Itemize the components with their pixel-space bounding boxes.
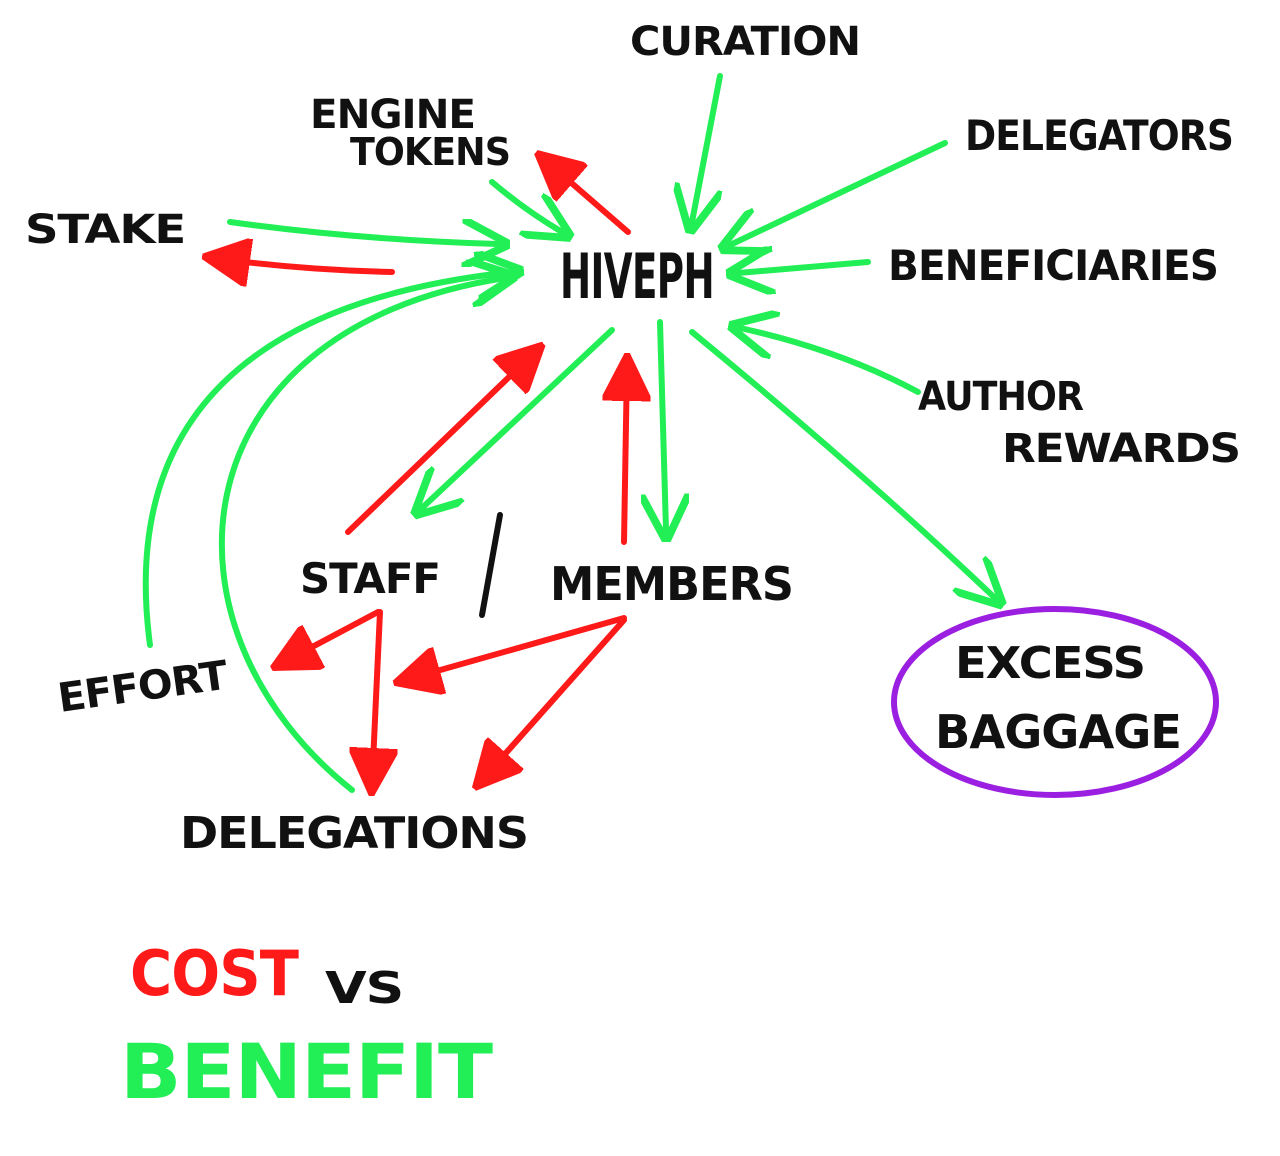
arrow-hiveph-to-excess-baggage xyxy=(689,329,995,598)
arrow-hiveph-to-staff xyxy=(422,327,615,508)
arrow-members-to-effort xyxy=(405,615,627,680)
node-author-rewards-line1: AUTHOR xyxy=(918,374,1083,420)
arrow-delegators-to-hiveph xyxy=(730,140,948,245)
legend-vs: VS xyxy=(325,963,403,1014)
excess-baggage-highlight-ellipse xyxy=(891,606,1219,798)
node-author-rewards-line2: REWARDS xyxy=(1002,426,1240,472)
arrow-staff-to-delegations xyxy=(372,609,380,784)
arrow-hiveph-to-members xyxy=(660,319,666,530)
arrow-hiveph-to-stake xyxy=(214,258,395,272)
legend: COST VS BENEFIT xyxy=(120,937,494,1116)
node-effort: EFFORT xyxy=(55,652,231,721)
node-engine-tokens-line1: ENGINE xyxy=(310,92,475,138)
arrow-effort-to-hiveph xyxy=(142,272,512,648)
arrow-stake-to-hiveph xyxy=(227,222,498,244)
arrow-engine-tokens-to-hiveph xyxy=(489,179,562,232)
benefit-arrows xyxy=(142,73,995,793)
arrow-author-rewards-to-hiveph xyxy=(740,328,921,395)
node-delegators: DELEGATORS xyxy=(965,111,1233,160)
node-excess-baggage-line2: BAGGAGE xyxy=(935,705,1181,759)
arrow-staff-to-effort xyxy=(282,609,381,663)
node-members: MEMBERS xyxy=(550,557,793,611)
node-beneficiaries: BENEFICIARIES xyxy=(888,241,1218,290)
arrow-curation-to-hiveph xyxy=(692,73,723,222)
arrow-delegations-to-hiveph xyxy=(219,278,505,793)
staff-members-separator-slash xyxy=(479,512,503,618)
node-curation: CURATION xyxy=(630,19,860,65)
node-excess-baggage-line1: EXCESS xyxy=(955,638,1145,689)
arrow-members-to-hiveph xyxy=(624,365,627,545)
node-labels: HIVEPH CURATION ENGINE TOKENS DELEGATORS… xyxy=(25,19,1241,859)
node-staff: STAFF xyxy=(300,554,440,603)
node-engine-tokens-line2: TOKENS xyxy=(350,130,510,174)
arrow-members-to-delegations xyxy=(482,617,627,780)
node-stake: STAKE xyxy=(25,207,185,253)
arrow-staff-to-hiveph xyxy=(345,352,535,535)
arrow-beneficiaries-to-hiveph xyxy=(738,262,871,273)
node-delegations: DELEGATIONS xyxy=(180,808,528,859)
arrow-hiveph-to-engine-tokens xyxy=(545,160,631,235)
cost-arrows xyxy=(214,160,628,784)
node-hiveph: HIVEPH xyxy=(560,240,714,313)
legend-benefit: BENEFIT xyxy=(120,1027,493,1116)
legend-cost: COST xyxy=(130,937,299,1010)
